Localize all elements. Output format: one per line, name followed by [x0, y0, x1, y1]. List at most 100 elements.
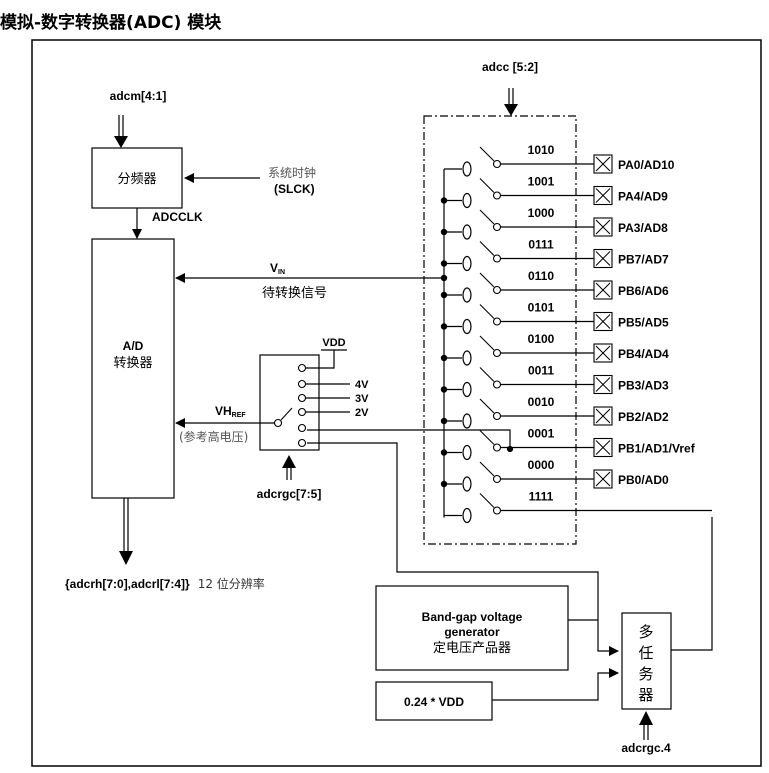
switch-contact — [462, 161, 472, 177]
switch-blade — [479, 493, 495, 508]
switch-blade — [479, 178, 495, 193]
switch-blade — [479, 304, 495, 319]
vref-switch-blade — [280, 407, 293, 421]
pin-pad-icon — [593, 154, 613, 174]
junction-dot — [440, 386, 448, 393]
vref-tap-contact — [297, 363, 307, 373]
switch-contact — [462, 287, 472, 303]
channel-list: 1010PA0/AD101001PA4/AD91000PA3/AD80111PB… — [440, 143, 712, 524]
adcclk-label: ADCCLK — [152, 210, 203, 224]
pin-pad-icon — [593, 374, 613, 395]
switch-contact — [462, 444, 472, 461]
switch-blade — [479, 398, 495, 414]
switch-pivot — [492, 506, 502, 515]
vref-tap-contact — [297, 438, 307, 448]
adcm-control-label: adcm[4:1] — [110, 89, 167, 103]
bandgap-line3: 定电压产品器 — [433, 641, 511, 656]
pin-pad-icon — [593, 311, 613, 332]
bandgap-block: Band-gap voltage generator 定电压产品器 — [375, 585, 569, 671]
vhref-label: VHREF — [215, 404, 246, 419]
vref-tap-label: 2V — [355, 407, 369, 419]
switch-blade — [479, 272, 495, 288]
bandgap-line2: generator — [444, 625, 500, 639]
multiplexer-label-char: 多 — [638, 623, 653, 641]
junction-dot — [440, 260, 448, 267]
switch-contact — [462, 381, 472, 398]
switch-pivot — [492, 317, 502, 326]
junction-dot — [440, 197, 448, 204]
adcrgc4-bus-arrow — [639, 711, 653, 740]
switch-contact — [462, 224, 472, 240]
switch-blade — [479, 367, 495, 382]
vref-tap-contact — [297, 407, 307, 417]
junction-dot — [440, 480, 448, 488]
switch-blade — [479, 146, 495, 162]
switch-pivot — [492, 254, 502, 263]
switch-contact — [462, 318, 472, 335]
channel-pin-label: PB7/AD7 — [618, 253, 669, 267]
wiring — [307, 429, 713, 701]
channel-code: 0111 — [528, 238, 554, 252]
vdd-wire — [306, 349, 347, 369]
adcrgc-bus-arrow — [282, 455, 296, 480]
vdd-fraction-block: 0.24 * VDD — [375, 681, 493, 721]
pin-pad-icon — [593, 406, 613, 426]
channel-code: 0100 — [528, 332, 555, 346]
vin-cn-label: 待转换信号 — [262, 286, 327, 301]
pin-pad-icon — [593, 469, 613, 489]
vref-tap-contact — [297, 393, 307, 403]
adcc-control-label: adcc [5:2] — [482, 60, 538, 74]
multiplexer-label-char: 任 — [638, 644, 653, 662]
channel-pin-label: PA4/AD9 — [618, 190, 668, 204]
vref-switch-pivot — [273, 418, 283, 428]
switch-blade — [479, 241, 495, 256]
channel-pin-label: PB2/AD2 — [618, 410, 669, 424]
vdd-fraction-label: 0.24 * VDD — [404, 695, 464, 709]
channel-code: 1001 — [528, 175, 555, 189]
page-title: 模拟-数字转换器(ADC) 模块 — [0, 13, 222, 33]
vin-junction-dot — [440, 274, 448, 282]
pin-pad-icon — [593, 280, 613, 300]
vhref-label-sub: REF — [232, 412, 247, 419]
ad-converter-block: A/D 转换器 — [91, 238, 175, 499]
switch-contact — [462, 413, 472, 429]
switch-pivot — [492, 191, 502, 200]
switch-pivot — [492, 411, 502, 421]
junction-dot — [440, 323, 448, 330]
channel-code: 1010 — [528, 143, 555, 157]
channel-code: 0011 — [528, 364, 554, 378]
pin-pad-icon — [593, 185, 613, 206]
adcrgc4-control-label: adcrgc.4 — [621, 741, 671, 755]
switch-contact — [462, 350, 472, 366]
channel-pin-label: PB0/AD0 — [618, 473, 669, 487]
switch-pivot — [492, 474, 502, 484]
switch-contact — [462, 255, 472, 272]
switch-pivot — [492, 348, 502, 358]
junction-dot — [440, 291, 448, 299]
adc-output-bus-arrow — [119, 498, 133, 565]
outer-frame — [31, 39, 762, 767]
channel-code: 1000 — [528, 206, 555, 220]
adc-output-resolution: 12 位分辨率 — [198, 576, 265, 591]
clock-source-cn: 系统时钟 — [268, 165, 316, 180]
adc-output-registers: {adcrh[7:0],adcrl[7:4]} — [65, 577, 190, 591]
adcrgc-control-label: adcrgc[7:5] — [257, 487, 322, 501]
switch-pivot — [492, 159, 502, 169]
junction-dot — [440, 417, 448, 425]
channel-mux-boundary — [423, 115, 577, 545]
junction-dot — [440, 449, 448, 456]
vref-tap-contact — [297, 423, 307, 433]
vdd-label: VDD — [322, 337, 345, 349]
pin-pad-icon — [593, 343, 613, 363]
vref-tap-label: 3V — [355, 393, 369, 405]
vin-label-sub: IN — [278, 269, 285, 276]
